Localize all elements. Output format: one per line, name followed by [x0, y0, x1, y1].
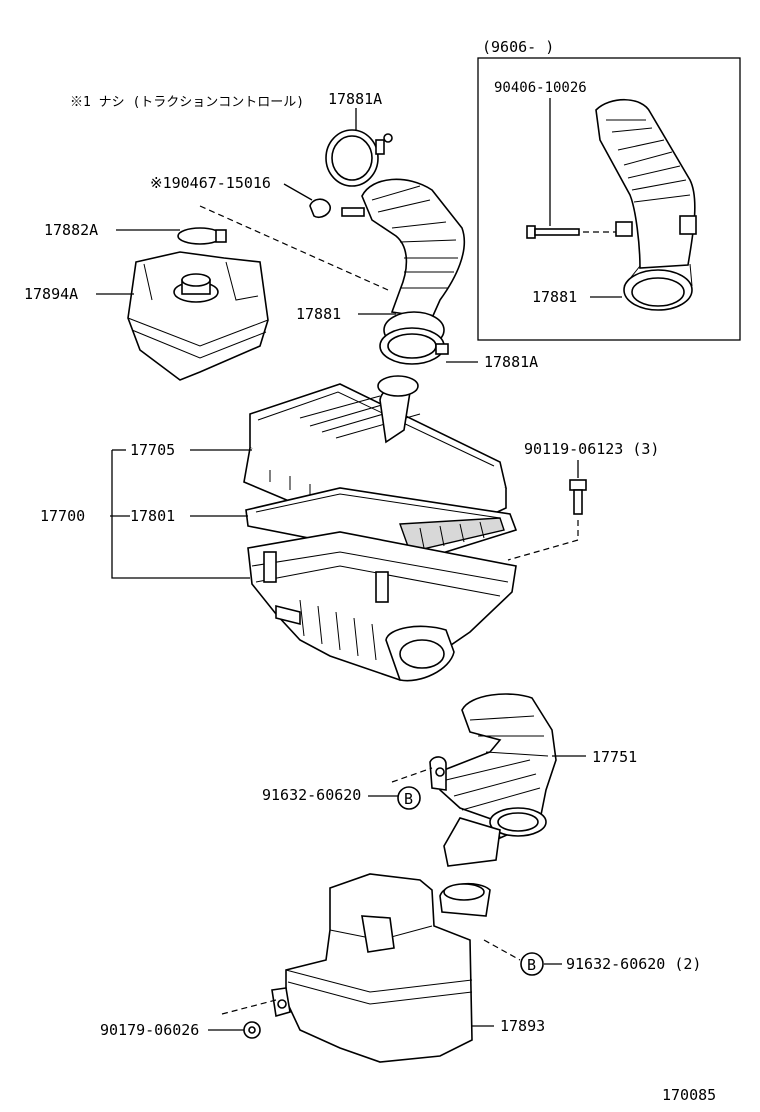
label-91632-60620-a: 91632-60620 [262, 786, 361, 804]
label-17705: 17705 [130, 441, 175, 459]
label-190467-15016: ※190467-15016 [150, 174, 271, 192]
b-marker-a-icon: B [397, 786, 421, 810]
inset-border [477, 57, 741, 341]
label-17881A-bottom: 17881A [484, 353, 538, 371]
intake-hose-icon [341, 178, 466, 365]
inset-hose-label: 17881 [532, 288, 577, 306]
resonator-bottom-icon [271, 873, 491, 1063]
dash-90179 [221, 999, 277, 1015]
note-text: ※1 ナシ (トラクションコントロール) [70, 95, 304, 110]
label-17882A: 17882A [44, 221, 98, 239]
inset-hose-icon [595, 99, 697, 311]
resonator-icon [127, 251, 269, 381]
dash-91632-b [483, 939, 521, 961]
air-cleaner-case-icon [247, 531, 517, 682]
nut-90179-icon [243, 1021, 261, 1039]
inset-bolt-label: 90406-10026 [494, 80, 587, 96]
inset-date-range: (9606- ) [482, 38, 554, 56]
diagram-number: 170085 [662, 1086, 716, 1104]
b-marker-b-icon: B [520, 952, 544, 976]
inset-bolt-icon [526, 225, 580, 239]
label-17881A-top: 17881A [328, 90, 382, 108]
label-91632-60620-b: 91632-60620 (2) [566, 955, 701, 973]
dash-clip-to-hose [199, 205, 389, 291]
dash-90119 [507, 520, 579, 561]
bolt-90119-icon [569, 479, 587, 515]
label-17894A: 17894A [24, 285, 78, 303]
b-marker-b-text: B [527, 956, 536, 974]
label-90119-06123: 90119-06123 (3) [524, 440, 659, 458]
label-17801: 17801 [130, 507, 175, 525]
hose-clamp-top-icon [325, 129, 393, 187]
label-17700: 17700 [40, 507, 85, 525]
label-17893: 17893 [500, 1017, 545, 1035]
inset-panel: (9606- ) 90406-10026 17881 [477, 38, 741, 341]
bracket-17700 [111, 450, 250, 579]
label-17751: 17751 [592, 748, 637, 766]
dash-91632-a [391, 767, 433, 783]
clip-icon [309, 198, 331, 219]
air-filter-icon [245, 487, 518, 561]
b-marker-a-text: B [404, 790, 413, 808]
clamp-17882A-icon [177, 227, 227, 245]
intake-duct-icon [429, 693, 557, 867]
leader-190467 [283, 183, 313, 201]
label-17881: 17881 [296, 305, 341, 323]
label-90179-06026: 90179-06026 [100, 1021, 199, 1039]
